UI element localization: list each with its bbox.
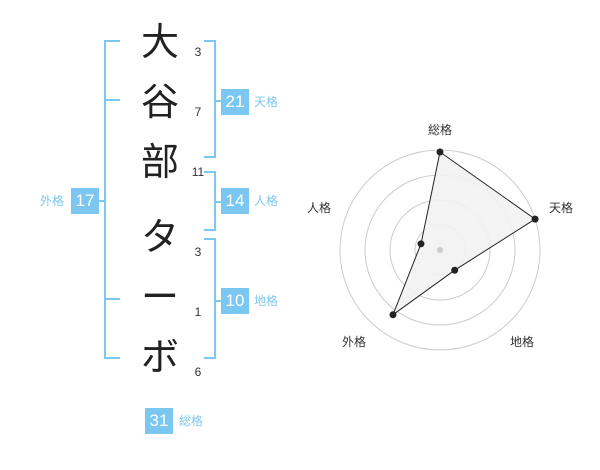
radar-point-4	[389, 311, 397, 319]
radar-chart	[339, 148, 541, 351]
radar-label-tenkaku: 天格	[549, 201, 574, 215]
gaikaku-score: 17	[71, 188, 99, 214]
stroke-count-6: 6	[194, 365, 202, 379]
stroke-count-2: 7	[194, 105, 202, 119]
name-char-1: 大	[140, 20, 179, 64]
radar-point-2	[531, 215, 539, 223]
name-char-6: ボ	[140, 335, 179, 379]
chikaku-label: 地格	[254, 294, 279, 308]
jinkaku-label: 人格	[254, 194, 279, 208]
radar-label-jinkaku: 人格	[307, 201, 332, 215]
radar-center-dot	[437, 247, 443, 253]
name-char-5: ー	[140, 275, 179, 319]
chikaku-score: 10	[221, 288, 249, 314]
radar-label-chikaku: 地格	[510, 335, 535, 349]
name-char-4: タ	[140, 215, 179, 259]
radar-label-gaikaku: 外格	[342, 335, 367, 349]
stroke-count-1: 3	[194, 45, 202, 59]
radar-label-soukaku: 総格	[428, 123, 453, 137]
radar-points	[389, 148, 539, 319]
radar-point-5	[417, 240, 425, 248]
tenkaku-label: 天格	[254, 95, 279, 109]
gaikaku-label: 外格	[40, 194, 65, 208]
jinkaku-score: 14	[221, 188, 249, 214]
radar-point-3	[451, 266, 459, 274]
radar-point-1	[436, 148, 444, 156]
stroke-count-3: 11	[191, 165, 205, 179]
tenkaku-score: 21	[221, 89, 249, 115]
name-char-2: 谷	[140, 80, 179, 124]
stroke-count-5: 1	[194, 305, 202, 319]
stroke-count-4: 3	[194, 245, 202, 259]
radar-polygon	[391, 151, 536, 317]
soukaku-label: 総格	[179, 414, 204, 428]
name-char-3: 部	[140, 140, 179, 184]
soukaku-score: 31	[145, 408, 173, 434]
